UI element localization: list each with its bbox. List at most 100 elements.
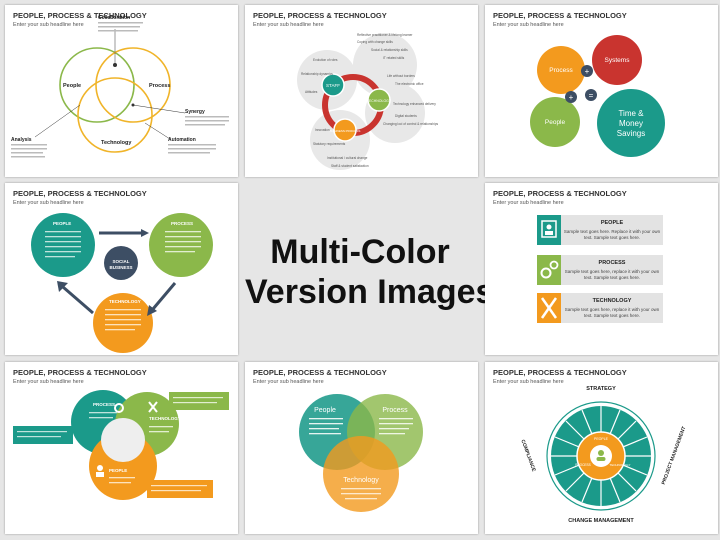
result-label: Savings: [617, 129, 645, 138]
slide-subtitle: Enter your sub headline here: [493, 22, 564, 28]
venn-translucent-diagram: People Process Technology: [299, 394, 423, 512]
technology-label: Technology: [101, 140, 132, 146]
row-text: Sample text goes here. Replace it with y…: [564, 229, 661, 234]
equation-circles-diagram: Process Systems People Time & Money Savi…: [530, 35, 665, 157]
row-title: PROCESS: [599, 260, 626, 266]
tools-icon: [148, 401, 158, 413]
item-label: Statutory requirements: [313, 142, 346, 146]
slide-thumbnail-3[interactable]: PEOPLE, PROCESS & TECHNOLOGY Enter your …: [485, 5, 718, 177]
process-label: PROCESS: [171, 221, 193, 226]
process-label: PROCESS: [575, 463, 591, 467]
gear-icon: [114, 403, 124, 413]
slide-thumbnail-6[interactable]: PEOPLE, PROCESS & TECHNOLOGY Enter your …: [5, 362, 238, 534]
technology-label: TECHNOLOGY: [149, 416, 181, 421]
slide-title: PEOPLE, PROCESS & TECHNOLOGY: [13, 368, 147, 377]
social-business-label: SOCIAL: [112, 259, 129, 264]
slide-title: PEOPLE, PROCESS & TECHNOLOGY: [253, 368, 387, 377]
slide-title: PEOPLE, PROCESS & TECHNOLOGY: [493, 368, 627, 377]
person-screen-icon: [541, 220, 557, 238]
svg-text:+: +: [569, 93, 574, 102]
item-label: Coping with change skills: [357, 40, 393, 44]
item-label: Institutional / cultural change: [327, 156, 368, 160]
svg-text:=: =: [589, 91, 594, 100]
item-label: IT related skills: [383, 56, 405, 60]
compliance-label: COMPLIANCE: [519, 439, 536, 473]
slide-thumbnail-4[interactable]: PEOPLE, PROCESS & TECHNOLOGY Enter your …: [5, 183, 238, 355]
circular-cycle-diagram: STAFF TECHNOLOGY BUSINESS PROCESS Evolut…: [297, 33, 439, 170]
business-process-label: BUSINESS PROCESS: [330, 129, 361, 133]
slide-title: PEOPLE, PROCESS & TECHNOLOGY: [13, 11, 147, 20]
slide-subtitle: Enter your sub headline here: [13, 22, 84, 28]
technology-label: TECHNOLOGY: [109, 299, 141, 304]
slide-subtitle: Enter your sub headline here: [13, 200, 84, 206]
synergy-label: Synergy: [185, 109, 205, 115]
row-title: TECHNOLOGY: [593, 298, 632, 304]
row-text: Sample text goes here, replace it with y…: [565, 269, 660, 274]
process-label: Process: [382, 407, 408, 414]
slide-subtitle: Enter your sub headline here: [253, 379, 324, 385]
slide-subtitle: Enter your sub headline here: [493, 200, 564, 206]
technology-label: TECHNOLOGY: [367, 99, 392, 103]
item-label: Innovation: [315, 128, 330, 132]
gears-icon: [540, 260, 559, 279]
row-text: text. Sample text goes here.: [584, 275, 640, 280]
slide-thumbnail-7[interactable]: PEOPLE, PROCESS & TECHNOLOGY Enter your …: [245, 362, 478, 534]
item-label: Life without borders: [387, 74, 415, 78]
center-heading-line: Version Images: [245, 273, 495, 311]
item-label: Digital students: [395, 114, 417, 118]
automation-label: Automation: [168, 137, 196, 143]
item-label: Relationship dynamics: [301, 72, 333, 76]
slide-subtitle: Enter your sub headline here: [253, 22, 324, 28]
person-icon: [96, 465, 104, 477]
cycle-arrows-diagram: PEOPLE PROCESS TECHNOLOGY SOCIAL BUSINES…: [31, 213, 213, 353]
radial-wheel-diagram: PEOPLE PROCESS TECHNOLOGY STRATEGY CHANG…: [519, 386, 688, 524]
strategy-label: STRATEGY: [586, 386, 616, 392]
row-text: text. Sample text goes here.: [584, 235, 640, 240]
project-management-label: PROJECT MANAGEMENT: [661, 426, 688, 486]
slide-thumbnail-8[interactable]: PEOPLE, PROCESS & TECHNOLOGY Enter your …: [485, 362, 718, 534]
systems-label: Systems: [605, 57, 631, 64]
analysis-label: Analysis: [11, 137, 32, 143]
slide-thumbnail-5[interactable]: PEOPLE, PROCESS & TECHNOLOGY Enter your …: [485, 183, 718, 355]
people-label: People: [314, 407, 336, 414]
slide-title: PEOPLE, PROCESS & TECHNOLOGY: [493, 11, 627, 20]
slide-title: PEOPLE, PROCESS & TECHNOLOGY: [493, 189, 627, 198]
item-label: Technology enhanced delivery: [393, 102, 436, 106]
slide-subtitle: Enter your sub headline here: [493, 379, 564, 385]
item-label: Social & relationship skills: [371, 48, 408, 52]
staff-label: STAFF: [326, 83, 340, 88]
slide-thumbnail-2[interactable]: PEOPLE, PROCESS & TECHNOLOGY Enter your …: [245, 5, 478, 177]
center-heading: Multi-Color Version Images: [245, 232, 495, 312]
process-label: Process: [549, 67, 573, 74]
list-rows-diagram: PEOPLE Sample text goes here. Replace it…: [537, 215, 663, 323]
venn-filled-diagram: PROCESS TECHNOLOGY PEOPLE: [13, 390, 229, 500]
result-label: Money: [619, 119, 643, 128]
people-label: People: [63, 83, 81, 89]
row-text: Sample text goes here, replace it with y…: [565, 307, 660, 312]
social-business-label: BUSINESS: [109, 265, 132, 270]
change-management-label: CHANGE MANAGEMENT: [568, 518, 634, 524]
center-heading-line: Multi-Color: [270, 233, 450, 271]
item-label: The electronic office: [395, 82, 424, 86]
svg-text:+: +: [585, 67, 590, 76]
slide-subtitle: Enter your sub headline here: [13, 379, 84, 385]
item-label: Changing loci of control & relationships: [383, 122, 439, 126]
people-label: People: [545, 119, 566, 126]
result-label: Time &: [618, 109, 644, 118]
slide-thumbnail-1[interactable]: PEOPLE, PROCESS & TECHNOLOGY Enter your …: [5, 5, 238, 177]
row-title: PEOPLE: [601, 220, 624, 226]
slide-title: PEOPLE, PROCESS & TECHNOLOGY: [13, 189, 147, 198]
technology-label: TECHNOLOGY: [609, 463, 630, 467]
process-label: Process: [149, 83, 170, 89]
people-label: PEOPLE: [109, 468, 127, 473]
row-text: text. Sample text goes here.: [584, 313, 640, 318]
item-label: Reflective practitioner & lifelong learn…: [357, 33, 413, 37]
slide-title: PEOPLE, PROCESS & TECHNOLOGY: [253, 11, 387, 20]
technology-label: Technology: [343, 477, 379, 484]
process-label: PROCESS: [93, 402, 115, 407]
venn-lines-diagram: Collaboration People Process Technology …: [11, 15, 229, 158]
collaboration-label: Collaboration: [98, 15, 130, 21]
tools-icon: [540, 297, 558, 319]
person-icon: [596, 450, 606, 461]
item-label: Staff & student satisfaction: [331, 164, 369, 168]
